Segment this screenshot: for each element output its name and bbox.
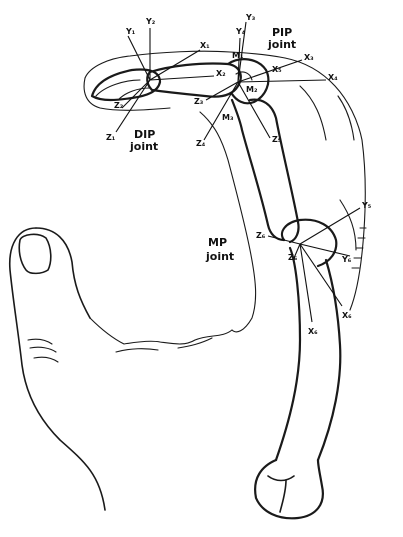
label-z1: Z₁	[106, 133, 116, 142]
dip-joint-label-line2: joint	[129, 140, 158, 153]
label-m1: M₁	[232, 51, 244, 60]
label-x-mp: X₆	[342, 311, 352, 320]
hand-outline	[10, 51, 366, 510]
label-x3: X₃	[304, 53, 314, 62]
label-m2: M₂	[246, 85, 258, 94]
label-x2: X₂	[216, 69, 226, 78]
pip-joint-label-line2: joint	[267, 38, 296, 51]
label-x4: X₄	[328, 73, 338, 82]
joint-labels: PIP joint DIP joint MP joint	[129, 26, 296, 263]
coordinate-axes	[116, 22, 360, 322]
label-z2: Z₂	[114, 101, 124, 110]
label-z3: Z₃	[194, 97, 204, 106]
label-y5: Y₅	[361, 201, 372, 210]
label-m3: M₃	[222, 113, 234, 122]
mp-joint-label-line1: MP	[208, 236, 227, 249]
bones	[92, 59, 340, 518]
label-y3: Y₃	[245, 13, 256, 22]
label-y1: Y₁	[125, 27, 136, 36]
mp-joint-label-line2: joint	[205, 250, 234, 263]
label-z4: Z₄	[196, 139, 206, 148]
label-z-mp: Z₆	[288, 253, 298, 262]
label-x6: X₆	[308, 327, 318, 336]
label-z6: Z₆	[256, 231, 266, 240]
label-y4: Y₄	[235, 27, 246, 36]
label-x5: X₅	[272, 65, 282, 74]
label-z5: Z₅	[272, 135, 282, 144]
label-x1: X₁	[200, 41, 210, 50]
label-y2: Y₂	[145, 17, 156, 26]
label-y6: Y₆	[341, 255, 352, 264]
